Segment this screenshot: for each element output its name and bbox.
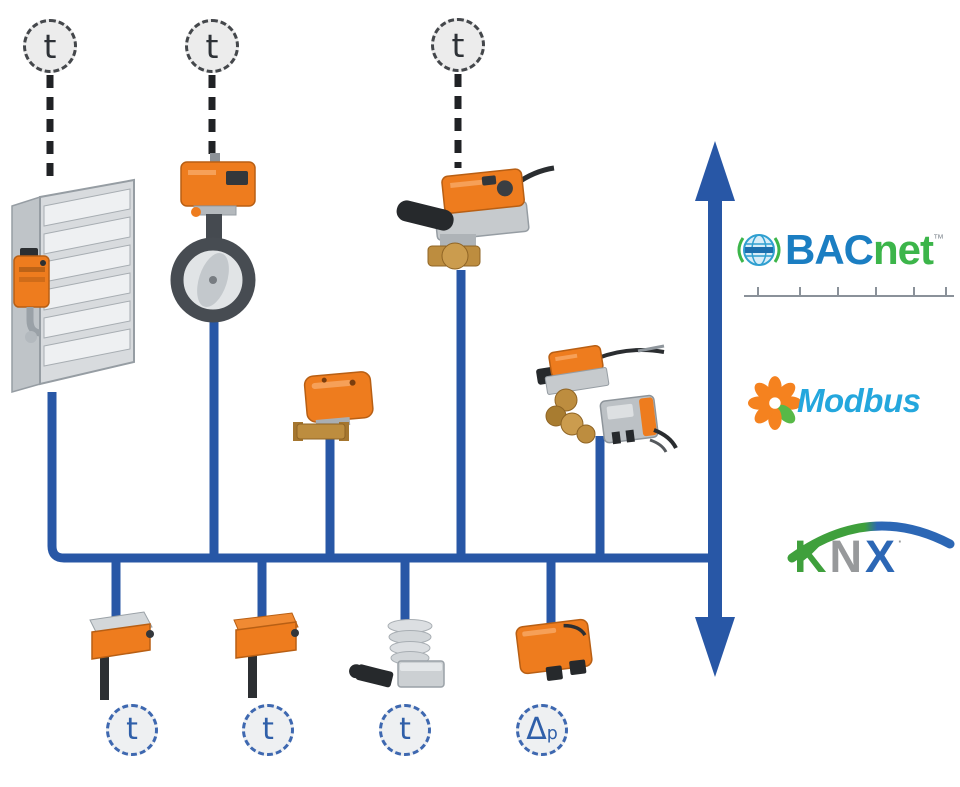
temp-sensor-symbol-bottom-2: t — [242, 704, 294, 756]
temp-symbol-label: t — [399, 712, 411, 747]
bus-network — [47, 270, 708, 634]
temp-symbol-label: t — [43, 26, 57, 66]
temp-sensor-symbol-top-3: t — [431, 18, 485, 72]
temp-sensor-symbol-bottom-3: t — [379, 704, 431, 756]
arrow-head-down — [695, 617, 735, 677]
modbus-wordmark: Modbus — [797, 382, 921, 419]
damper-actuator — [13, 248, 50, 343]
bacnet-logo: BACnet™ — [736, 226, 960, 297]
arrow-head-up — [695, 141, 735, 201]
ball-valve-actuator-device — [293, 371, 374, 441]
outdoor-temp-sensor-device — [349, 619, 445, 688]
knx-arc-icon — [787, 521, 955, 563]
bacnet-logo-row: BACnet™ — [736, 226, 960, 274]
butterfly-valve-actuator-device — [170, 153, 256, 323]
knx-n-text: N — [829, 531, 865, 582]
air-damper-actuator-device — [11, 178, 135, 393]
modbus-star-icon — [748, 376, 802, 430]
knx-k-text: K — [794, 531, 830, 582]
bus-flow-arrow — [695, 141, 735, 677]
knx-x-text: X — [865, 531, 899, 582]
temp-symbol-label: t — [451, 25, 465, 65]
temp-sensor-symbol-top-1: t — [23, 19, 77, 73]
knx-wordmark: KNX· — [794, 531, 902, 583]
temp-sensor-symbol-top-2: t — [185, 19, 239, 73]
bacnet-trademark: ™ — [933, 233, 944, 245]
delta-symbol-label: Δ — [526, 712, 547, 747]
temp-sensor-symbol-bottom-1: t — [106, 704, 158, 756]
bacnet-bus-line-icon — [744, 287, 954, 297]
dashed-connectors — [46, 74, 462, 176]
temp-symbol-label: t — [126, 712, 138, 747]
bus-main-line — [47, 392, 708, 563]
duct-temp-sensor-1-device — [89, 611, 154, 700]
bacnet-net-text: net — [873, 226, 934, 273]
duct-temp-sensor-2-device — [233, 612, 299, 698]
bacnet-bac-text: BAC — [785, 226, 874, 273]
bacnet-globe-icon — [737, 234, 781, 266]
knx-reg-mark: · — [898, 534, 903, 549]
temp-symbol-label: t — [262, 712, 274, 747]
differential-pressure-sensor-device — [515, 618, 593, 681]
pressure-subscript-label: p — [546, 724, 558, 745]
pressure-independent-valve-device — [536, 344, 678, 453]
characterized-valve-actuator-device — [396, 165, 555, 270]
modbus-logo: Modbus — [748, 366, 958, 436]
bacnet-wordmark: BACnet™ — [785, 226, 944, 274]
temp-symbol-label: t — [205, 26, 219, 66]
knx-logo: KNX· — [784, 500, 960, 590]
